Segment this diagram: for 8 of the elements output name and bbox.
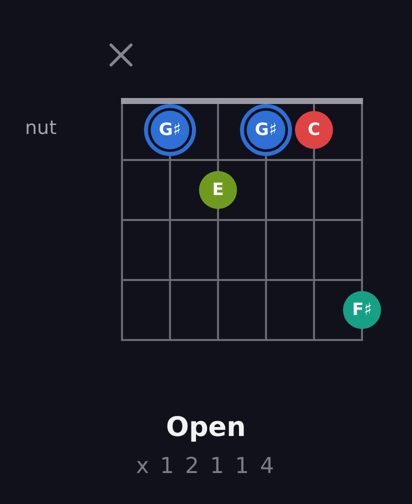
ringed-note-dot: G♯	[240, 104, 292, 156]
chord-title: Open	[166, 413, 246, 443]
note-dot: C	[295, 111, 333, 149]
fingering-text: x 1 2 1 1 4	[136, 455, 276, 480]
note-dot: E	[199, 171, 237, 209]
nut-label: nut	[25, 118, 57, 139]
note-dot: F♯	[343, 291, 381, 329]
ringed-note-dot: G♯	[144, 104, 196, 156]
